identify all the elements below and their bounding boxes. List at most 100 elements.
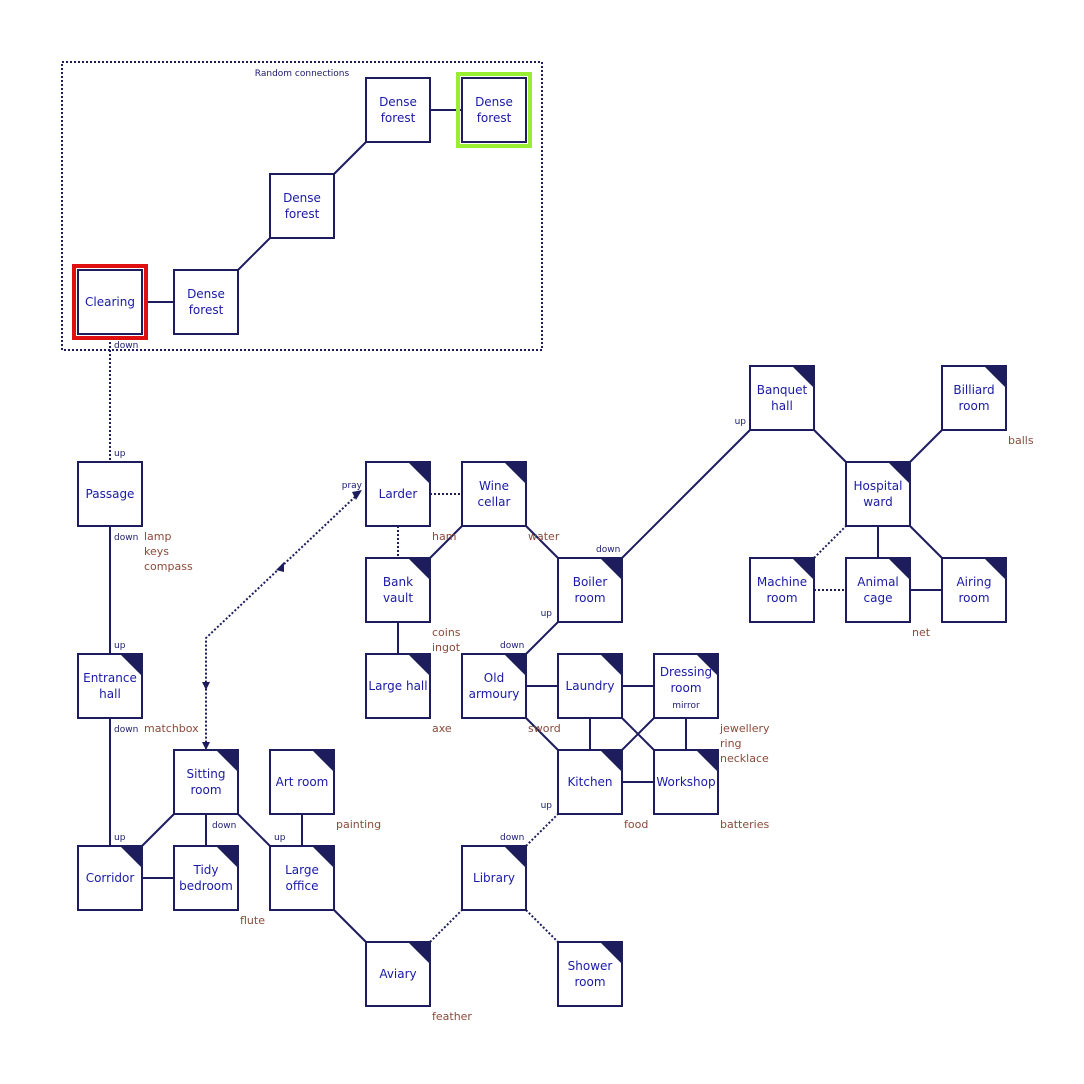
room-laundry[interactable]: Laundry xyxy=(557,653,623,719)
room-label: room xyxy=(190,783,221,797)
item-larder: ham xyxy=(432,530,456,543)
room-box[interactable] xyxy=(77,269,143,335)
item-passage: lamp xyxy=(144,530,172,543)
item-tidy: flute xyxy=(240,914,265,927)
room-kitchen[interactable]: Kitchen xyxy=(557,749,623,815)
connection-8 xyxy=(141,813,175,847)
room-entrance[interactable]: Entrance hall xyxy=(77,653,143,719)
room-label: room xyxy=(958,399,989,413)
item-entrance: matchbox xyxy=(144,722,199,735)
room-box[interactable] xyxy=(173,269,239,335)
room-library[interactable]: Library xyxy=(461,845,527,911)
room-hospital[interactable]: Hospital ward xyxy=(845,461,911,527)
room-label: Wine xyxy=(479,479,509,493)
item-bank: coins xyxy=(432,626,461,639)
room-box[interactable] xyxy=(365,653,431,719)
room-box[interactable] xyxy=(461,77,527,143)
room-clearing[interactable]: Clearing xyxy=(72,264,148,340)
room-label: Old xyxy=(484,671,504,685)
room-label: Sitting xyxy=(187,767,226,781)
item-animal: net xyxy=(912,626,931,639)
room-label: ward xyxy=(863,495,893,509)
room-label: armoury xyxy=(469,687,520,701)
item-dressing: ring xyxy=(720,737,742,750)
room-label: cellar xyxy=(478,495,511,509)
connection-pray xyxy=(205,493,359,750)
room-artroom[interactable]: Art room xyxy=(269,749,335,815)
item-armoury: sword xyxy=(528,722,561,735)
room-corner-marker xyxy=(408,942,430,964)
room-corridor[interactable]: Corridor xyxy=(77,845,143,911)
room-corner-marker xyxy=(504,654,526,676)
room-label: hall xyxy=(99,687,121,701)
connection-36 xyxy=(621,717,655,751)
room-label: Airing xyxy=(956,575,991,589)
room-box[interactable] xyxy=(749,557,815,623)
room-corner-marker xyxy=(408,558,430,580)
room-label: forest xyxy=(477,111,512,125)
room-wine[interactable]: Wine cellar xyxy=(461,461,527,527)
room-box[interactable] xyxy=(77,461,143,527)
room-sitting[interactable]: Sitting room xyxy=(173,749,239,815)
room-passage[interactable]: Passage xyxy=(77,461,143,527)
room-label: forest xyxy=(189,303,224,317)
room-label: Animal xyxy=(857,575,899,589)
item-wine: water xyxy=(528,530,560,543)
room-label: Library xyxy=(473,871,515,885)
room-largehall[interactable]: Large hall xyxy=(365,653,431,719)
room-corner-marker xyxy=(600,750,622,772)
dir-boiler-up: up xyxy=(541,609,553,619)
room-box[interactable] xyxy=(365,941,431,1007)
room-label: Banquet xyxy=(757,383,808,397)
room-box[interactable] xyxy=(77,845,143,911)
connection-13 xyxy=(429,909,463,943)
room-label: Workshop xyxy=(656,775,715,789)
connection-32 xyxy=(525,717,559,751)
room-label: Entrance xyxy=(83,671,137,685)
room-label: Hospital xyxy=(854,479,903,493)
connection-24 xyxy=(909,429,943,463)
rooms: ClearingDenseforestDenseforestDensefores… xyxy=(72,72,1007,1007)
connection-2 xyxy=(333,141,367,175)
room-label: Bank xyxy=(383,575,413,589)
room-armoury[interactable]: Old armoury xyxy=(461,653,527,719)
room-workshop[interactable]: Workshop xyxy=(653,749,719,815)
room-corner-marker xyxy=(984,558,1006,580)
room-larder[interactable]: Larder xyxy=(365,461,431,527)
item-artroom: painting xyxy=(336,818,381,831)
room-box[interactable] xyxy=(269,173,335,239)
room-label: Tidy xyxy=(192,863,218,877)
room-tidy[interactable]: Tidy bedroom xyxy=(173,845,239,911)
room-aviary[interactable]: Aviary xyxy=(365,941,431,1007)
dir-boiler-down: down xyxy=(596,545,620,555)
item-kitchen: food xyxy=(624,818,648,831)
room-label: bedroom xyxy=(179,879,233,893)
item-workshop: batteries xyxy=(720,818,769,831)
room-box[interactable] xyxy=(365,77,431,143)
item-largehall: axe xyxy=(432,722,452,735)
room-label: Machine xyxy=(757,575,807,589)
connection-25 xyxy=(813,525,847,559)
room-corner-marker xyxy=(984,366,1006,388)
dir-passage-up: up xyxy=(114,449,126,459)
arrow-mid-down xyxy=(202,682,210,690)
connection-19 xyxy=(429,525,463,559)
room-corner-marker xyxy=(696,750,718,772)
arrow-head-sitting xyxy=(202,742,210,750)
room-corner-marker xyxy=(792,558,814,580)
